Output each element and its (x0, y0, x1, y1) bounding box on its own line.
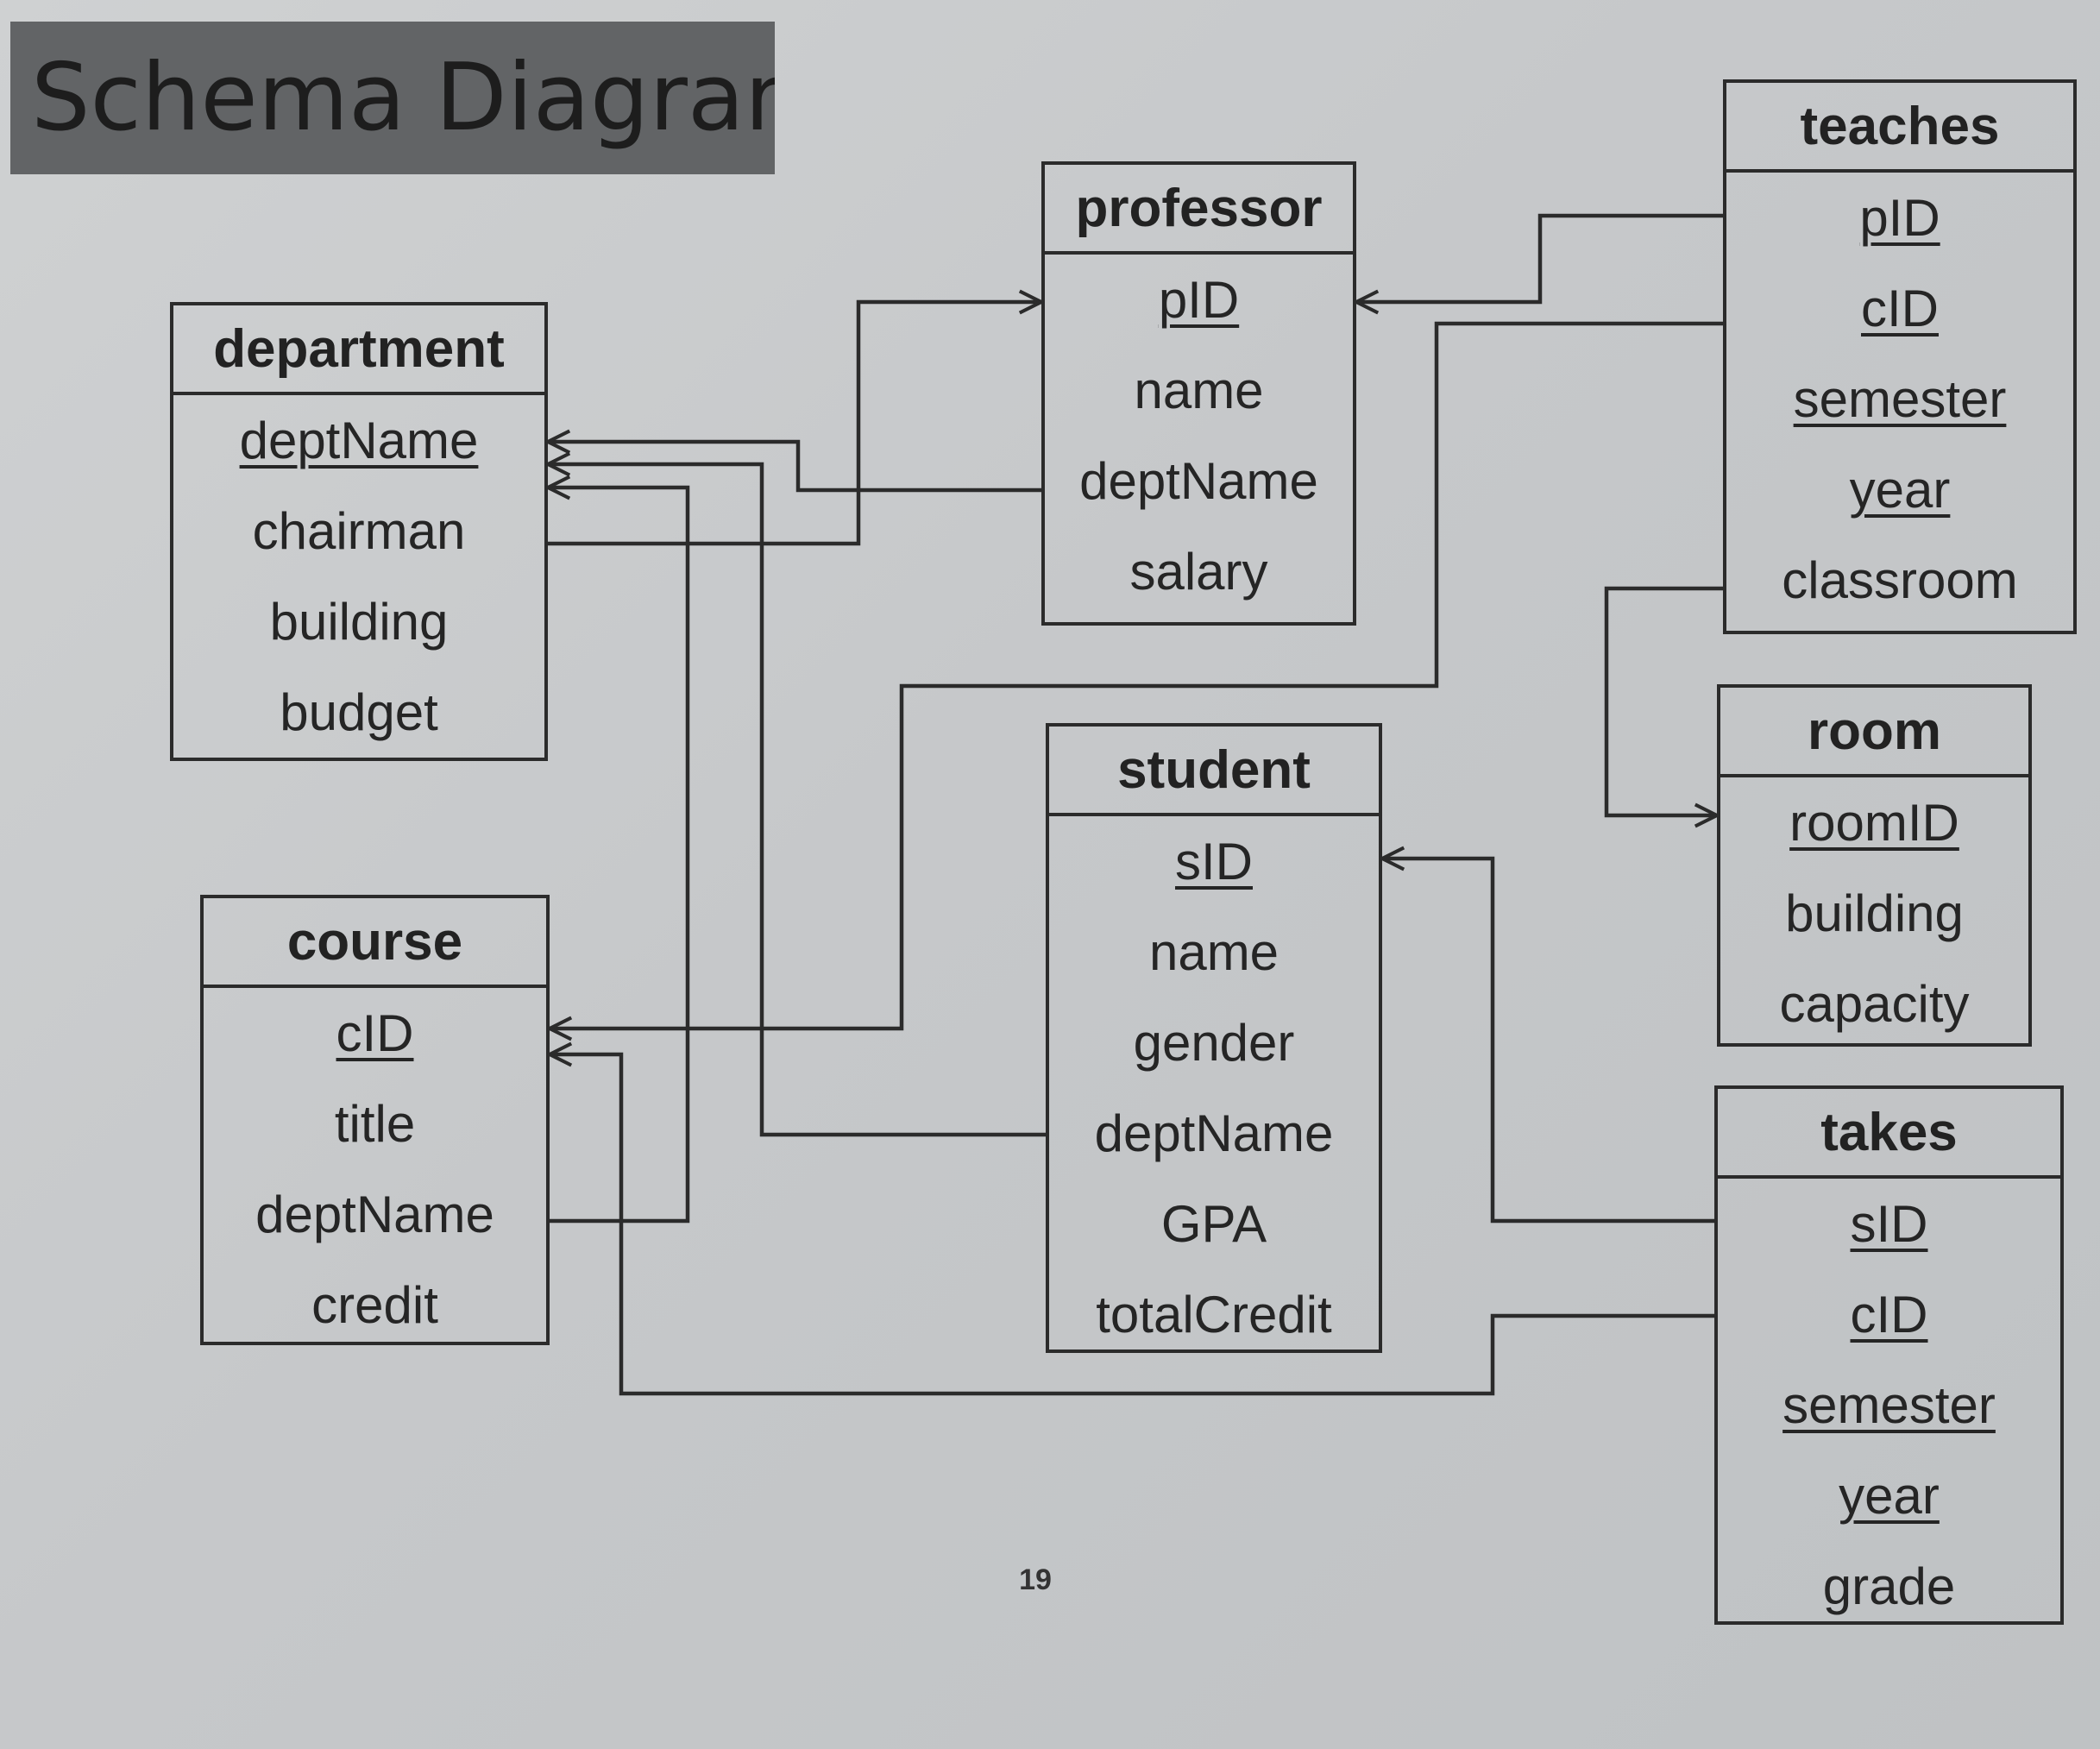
rel-teaches-pid-to-professor (1356, 213, 1723, 302)
attribute-year: year (1839, 1467, 1940, 1525)
attribute-name: name (1134, 362, 1264, 419)
table-name: student (1049, 727, 1379, 816)
attribute-deptname: deptName (1079, 452, 1318, 510)
rel-course-deptname-to-department (548, 488, 690, 1224)
rel-student-deptname-to-department (548, 464, 1046, 1137)
rel-takes-sid-to-student (1382, 859, 1714, 1224)
attribute-name: name (1148, 923, 1279, 981)
table-takes: takes sID cID semester year grade (1714, 1085, 2064, 1625)
table-room: room roomID building capacity (1717, 684, 2032, 1047)
attribute-gpa: GPA (1160, 1195, 1267, 1253)
attribute-totalcredit: totalCredit (1096, 1286, 1332, 1343)
table-name: professor (1045, 165, 1353, 255)
attribute-grade: grade (1822, 1557, 1956, 1615)
rel-professor-deptname-to-department (548, 442, 1044, 493)
attribute-semester: semester (1782, 1376, 1996, 1434)
page-number: 19 (1019, 1563, 1052, 1596)
attribute-credit: credit (311, 1276, 438, 1334)
attribute-capacity: capacity (1779, 975, 1970, 1033)
attribute-budget: budget (280, 683, 438, 741)
rel-teaches-cid-to-course (550, 321, 1723, 1029)
attribute-cid: cID (1861, 280, 1939, 337)
attribute-deptname: deptName (255, 1186, 494, 1243)
page-title: Schema Diagram (10, 22, 775, 174)
table-professor: professor pID name deptName salary (1041, 161, 1356, 626)
attribute-deptname: deptName (239, 412, 479, 469)
attribute-pid: pID (1859, 189, 1940, 247)
attribute-pid: pID (1158, 271, 1240, 329)
attribute-cid: cID (1850, 1286, 1928, 1343)
attribute-roomid: roomID (1789, 794, 1959, 852)
table-course: course cID title deptName credit (200, 895, 550, 1345)
table-student: student sID name gender deptName GPA tot… (1046, 723, 1382, 1353)
attribute-sid: sID (1175, 833, 1253, 890)
rel-takes-cid-to-course (550, 1054, 1714, 1396)
attribute-deptname: deptName (1094, 1104, 1334, 1162)
attribute-sid: sID (1850, 1195, 1928, 1253)
table-name: takes (1718, 1089, 2060, 1179)
attribute-cid: cID (336, 1004, 414, 1062)
table-name: room (1720, 688, 2028, 777)
attribute-year: year (1849, 461, 1951, 519)
table-teaches: teaches pID cID semester year classroom (1723, 79, 2077, 634)
attribute-building: building (1785, 884, 1964, 942)
attribute-building: building (269, 593, 449, 651)
attribute-classroom: classroom (1782, 551, 2018, 609)
table-name: course (204, 898, 546, 988)
attribute-semester: semester (1793, 370, 2007, 428)
attribute-chairman: chairman (252, 502, 466, 560)
attribute-salary: salary (1129, 543, 1268, 601)
rel-department-chairman-to-professor (548, 302, 1041, 546)
table-name: department (173, 305, 544, 395)
table-department: department deptName chairman building bu… (170, 302, 548, 761)
attribute-gender: gender (1133, 1014, 1295, 1072)
rel-teaches-classroom-to-room (1604, 586, 1723, 815)
attribute-title: title (334, 1095, 416, 1153)
table-name: teaches (1726, 83, 2073, 173)
